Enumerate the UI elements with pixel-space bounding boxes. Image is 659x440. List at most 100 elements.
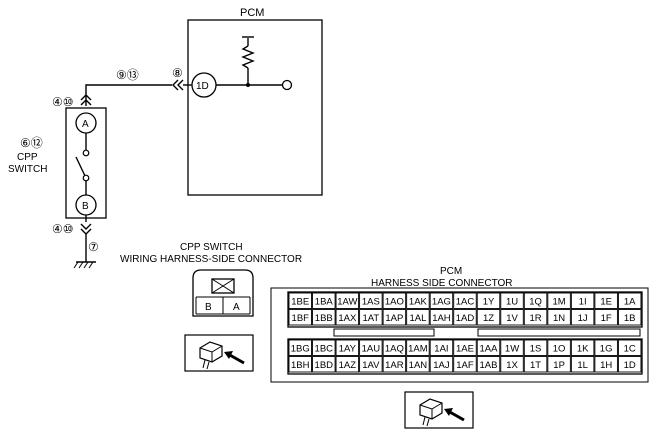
ground-mark: ⑦ <box>88 240 99 254</box>
pin-cell <box>570 292 595 309</box>
switch-top-mark: ④⑩ <box>52 95 74 109</box>
pin-cell <box>382 339 407 356</box>
pin-label: 1AC <box>456 297 475 308</box>
pin-label: 1H <box>600 360 612 371</box>
pin-cell <box>382 356 407 373</box>
pin-label: 1AU <box>362 344 381 355</box>
pin-label: 1P <box>553 360 565 371</box>
pin-cell <box>312 309 336 326</box>
pin-cell <box>288 292 312 309</box>
cpp-switch-label-2: SWITCH <box>8 164 47 175</box>
pin-label: 1W <box>505 344 519 355</box>
pin-label: 1Z <box>483 313 494 324</box>
pin-label: 1AZ <box>339 360 357 371</box>
pin-label: 1E <box>600 297 612 308</box>
pin-cell <box>288 339 312 356</box>
pin-cell <box>359 292 383 309</box>
pcm-terminal-label: 1D <box>196 81 209 92</box>
pin-cell <box>335 292 360 309</box>
pin-label: 1C <box>624 344 636 355</box>
ground-icon <box>73 261 96 269</box>
pin-label: 1AF <box>456 360 474 371</box>
pin-cell <box>500 292 524 309</box>
cpp-connector-title-1: CPP SWITCH <box>180 242 243 253</box>
pin-label: 1AS <box>362 297 380 308</box>
pin-cell <box>406 356 430 373</box>
pcm-connector-upper-frame <box>287 291 643 328</box>
pcm-connector-key-right <box>477 328 641 337</box>
pin-cell <box>312 339 336 356</box>
pin-label: 1T <box>530 360 541 371</box>
pin-label: 1BF <box>292 313 310 324</box>
pin-cell <box>453 339 477 356</box>
switch-contact-icon <box>75 156 87 179</box>
pin-cell <box>335 356 360 373</box>
pcm-connector-outline <box>270 287 649 383</box>
pin-label: 1BA <box>315 297 334 308</box>
pullup-resistor-icon <box>241 45 255 69</box>
pin-label: 1X <box>506 360 518 371</box>
pcm-side-mark: ⑧ <box>172 66 183 80</box>
pin-cell <box>617 356 642 373</box>
pin-cell <box>617 339 642 356</box>
pin-label: 1BD <box>315 360 334 371</box>
svg-text:A: A <box>82 119 89 130</box>
pin-label: 1AT <box>362 313 379 324</box>
pin-cell <box>429 339 454 356</box>
pin-label: 1AJ <box>433 360 450 371</box>
pin-cell <box>500 309 524 326</box>
pin-label: 1M <box>552 297 565 308</box>
cpp-connector-title-2: WIRING HARNESS-SIDE CONNECTOR <box>120 254 302 265</box>
pin-cell <box>429 356 454 373</box>
pin-cell <box>335 339 360 356</box>
svg-text:B: B <box>82 201 89 212</box>
cpp-switch: A B <box>65 107 107 219</box>
pin-cell <box>453 292 477 309</box>
pin-label: 1R <box>529 313 541 324</box>
pin-label: 1AO <box>385 297 404 308</box>
cpp-pin-a: A <box>233 302 240 313</box>
pin-cell <box>312 356 336 373</box>
pin-label: 1AN <box>409 360 428 371</box>
pin-cell <box>288 356 312 373</box>
pin-label: 1AA <box>480 344 499 355</box>
pin-cell <box>476 339 501 356</box>
pin-cell <box>547 309 571 326</box>
pin-label: 1AI <box>434 344 448 355</box>
pin-label: 1AR <box>385 360 404 371</box>
switch-bottom-mark: ④⑩ <box>52 222 74 236</box>
pin-label: 1S <box>530 344 542 355</box>
pcm-connector-chevron-icon <box>172 79 184 91</box>
pin-cell <box>453 309 477 326</box>
pin-cell <box>500 339 524 356</box>
pin-cell <box>547 339 571 356</box>
pin-cell <box>570 356 595 373</box>
pin-label: 1BH <box>291 360 310 371</box>
pin-label: 1I <box>579 297 587 308</box>
pin-cell <box>617 309 642 326</box>
pcm-block-title: PCM <box>240 7 264 19</box>
pin-cell <box>594 309 618 326</box>
pin-label: 1N <box>553 313 565 324</box>
pin-cell <box>476 356 501 373</box>
pin-cell <box>570 339 595 356</box>
view-direction-icon <box>404 391 474 429</box>
pcm-connector-key-left <box>333 328 435 337</box>
pin-label: 1BB <box>315 313 333 324</box>
pin-label: 1G <box>600 344 613 355</box>
pin-cell <box>406 339 430 356</box>
pin-label: 1AP <box>385 313 403 324</box>
cpp-connector-face: B A <box>192 269 254 317</box>
pin-label: 1AB <box>480 360 498 371</box>
pin-cell <box>617 292 642 309</box>
pin-cell <box>594 292 618 309</box>
pin-label: 1AG <box>432 297 451 308</box>
pcm-connector-title-1: PCM <box>440 266 462 277</box>
pcm-output-terminal <box>281 79 293 91</box>
pin-label: 1O <box>553 344 566 355</box>
pcm-connector-lower-frame <box>287 338 643 375</box>
pcm-connector-title-2: HARNESS SIDE CONNECTOR <box>371 278 513 289</box>
pin-cell <box>453 356 477 373</box>
